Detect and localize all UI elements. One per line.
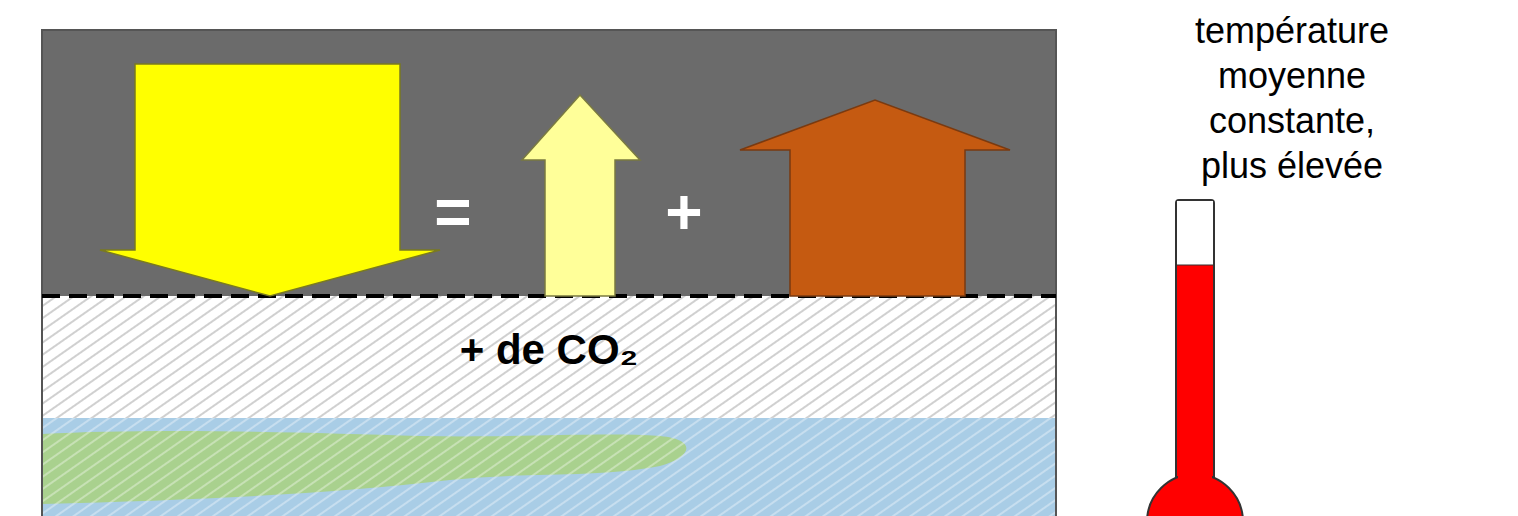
- space-band: [42, 30, 1056, 296]
- band-node: + de CO₂: [42, 318, 1056, 414]
- hatch-overlay: [42, 418, 1056, 516]
- ocean: [42, 418, 1056, 516]
- thermometer: [1147, 200, 1243, 516]
- operator-sign: +: [644, 180, 724, 244]
- reflected-arrow: [522, 95, 640, 296]
- incoming-arrow: [100, 64, 440, 296]
- operator-sign: =: [413, 180, 493, 244]
- band-text: + de CO₂: [448, 318, 651, 382]
- thermometer-caption: température moyenne constante, plus élev…: [1172, 8, 1412, 188]
- atmosphere-band: [42, 296, 1056, 516]
- infrared-arrow: [740, 100, 1010, 296]
- frame: [42, 30, 1056, 516]
